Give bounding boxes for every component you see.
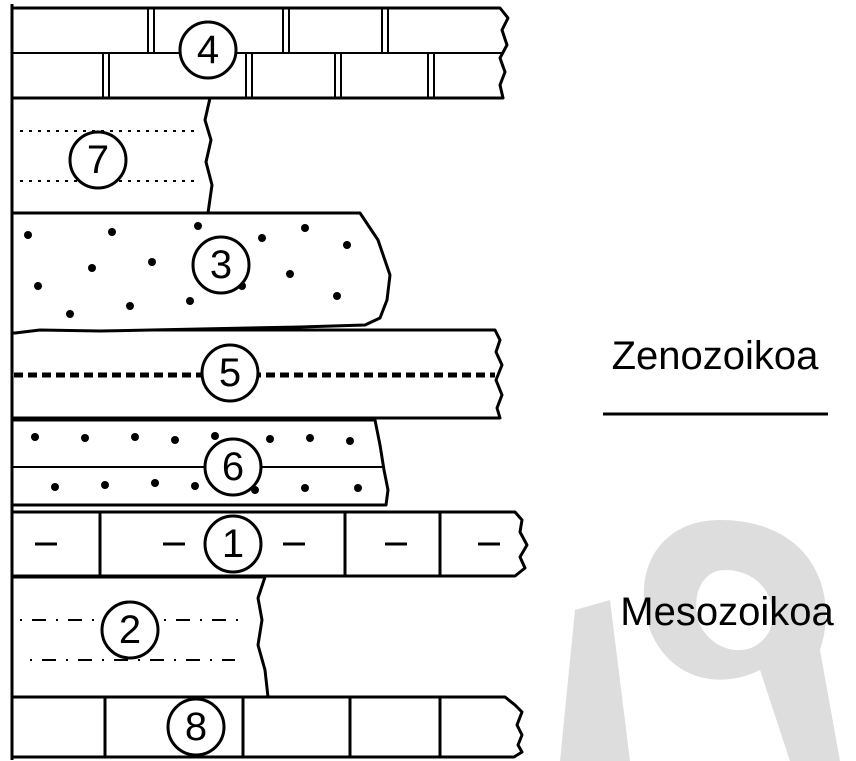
layer-label-4: 4 xyxy=(197,28,219,72)
layer-label-2: 2 xyxy=(119,608,141,652)
layer-marker-8: 8 xyxy=(166,697,226,757)
era-label-upper: Zenozoikoa xyxy=(612,334,820,378)
layer-label-5: 5 xyxy=(219,351,241,395)
layer-label-3: 3 xyxy=(210,243,232,287)
layer-label-6: 6 xyxy=(222,445,244,489)
layer-marker-7: 7 xyxy=(68,130,128,190)
layer-label-1: 1 xyxy=(222,522,244,566)
watermark xyxy=(560,520,840,761)
layer-1 xyxy=(10,510,529,578)
layer-marker-3: 3 xyxy=(191,235,251,295)
era-label-lower: Mesozoikoa xyxy=(620,590,834,634)
layer-marker-5: 5 xyxy=(200,343,260,403)
layer-marker-6: 6 xyxy=(203,437,263,497)
layer-label-8: 8 xyxy=(185,705,207,749)
layer-8 xyxy=(10,695,524,759)
watermark-digit-1 xyxy=(560,600,630,761)
layer-marker-1: 1 xyxy=(203,514,263,574)
watermark-digit-9 xyxy=(643,520,840,761)
layer-6 xyxy=(10,418,390,507)
layer-label-7: 7 xyxy=(87,138,109,182)
layer-marker-2: 2 xyxy=(100,600,160,660)
layer-4 xyxy=(10,6,510,100)
layer-marker-4: 4 xyxy=(178,20,238,80)
